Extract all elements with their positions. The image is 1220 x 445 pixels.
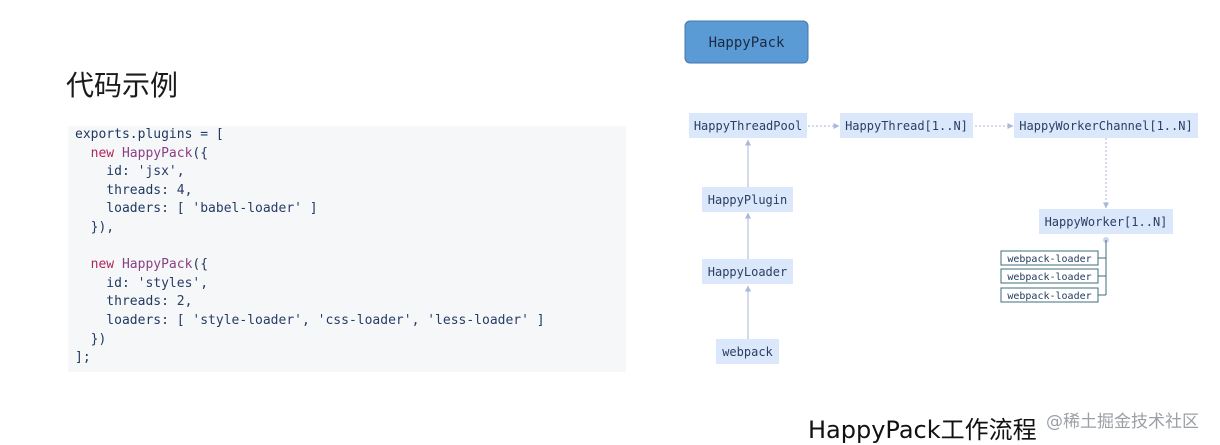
diagram-caption: HappyPack工作流程 [808, 416, 1037, 444]
code-token: 'babel-loader' [192, 201, 302, 217]
section-title: 代码示例 [66, 69, 179, 102]
code-token: 'styles' [137, 275, 201, 291]
code-token: 'less-loader' [427, 312, 529, 328]
worker-loader-1-label: webpack-loader [1007, 254, 1091, 265]
node-happythread: HappyThread[1..N] [840, 113, 973, 138]
node-webpack: webpack [716, 339, 779, 364]
node-happyworker: HappyWorker[1..N] [1039, 209, 1173, 234]
code-block-panel: exports.plugins = [ new HappyPack({ id: … [68, 126, 626, 372]
code-token: id: [75, 275, 138, 291]
worker-loader-3: webpack-loader [1000, 287, 1099, 303]
happypack-title-node: HappyPack [684, 20, 809, 64]
code-token: HappyPack [121, 145, 193, 161]
code-token: threads: [75, 182, 177, 198]
code-block: exports.plugins = [ new HappyPack({ id: … [75, 126, 626, 368]
code-token: }) [75, 331, 107, 347]
code-token: threads: [75, 294, 177, 310]
code-token: 2 [176, 294, 185, 310]
happypack-title-text: HappyPack [709, 35, 785, 51]
node-webpack-label: webpack [722, 345, 773, 359]
worker-loader-2-label: webpack-loader [1007, 272, 1091, 283]
node-happythreadpool: HappyThreadPool [689, 113, 807, 138]
code-line: exports.plugins = [ [75, 127, 224, 142]
code-token: exports.plugins = [ [75, 127, 224, 142]
code-token: , [411, 312, 428, 328]
node-happyplugin-label: HappyPlugin [708, 193, 787, 207]
worker-loader-3-label: webpack-loader [1007, 291, 1091, 302]
node-happythread-label: HappyThread[1..N] [845, 119, 968, 133]
code-token: ({ [192, 145, 209, 161]
code-token: loaders: [ [75, 312, 193, 328]
code-token: loaders: [ [75, 201, 193, 217]
node-happyworker-label: HappyWorker[1..N] [1045, 215, 1168, 229]
code-token: , [176, 164, 185, 180]
node-happyloader-label: HappyLoader [708, 265, 787, 279]
diagram-edges [745, 123, 1109, 339]
code-line: }) [75, 331, 107, 347]
code-token: , [184, 182, 193, 198]
code-line: loaders: [ 'style-loader', 'css-loader',… [75, 312, 545, 328]
code-token: 'css-loader' [317, 312, 412, 328]
code-line: id: 'jsx', [75, 164, 185, 180]
node-happythreadpool-label: HappyThreadPool [694, 119, 802, 133]
code-line: id: 'styles', [75, 276, 208, 291]
watermark: @稀土掘金技术社区 [1046, 412, 1199, 432]
code-line: new HappyPack({ [75, 146, 208, 161]
code-line: new HappyPack({ [75, 257, 208, 272]
code-token: ] [301, 201, 318, 217]
code-token: 'style-loader' [192, 312, 302, 328]
code-token: 'jsx' [137, 164, 177, 180]
code-line: }), [75, 219, 115, 235]
worker-loader-2: webpack-loader [1000, 268, 1099, 284]
node-happyloader: HappyLoader [702, 259, 793, 284]
worker-loader-1: webpack-loader [1000, 250, 1099, 266]
code-token: HappyPack [121, 257, 193, 273]
code-token: id: [75, 164, 138, 180]
code-token: new [90, 257, 115, 273]
code-line: ]; [75, 350, 91, 365]
node-happyworkerchannel-label: HappyWorkerChannel[1..N] [1019, 119, 1192, 133]
code-line: threads: 4, [75, 183, 192, 198]
code-token: ] [528, 312, 545, 328]
code-token: ({ [192, 257, 209, 273]
code-token: , [301, 312, 318, 328]
code-token: 4 [176, 182, 185, 198]
code-token: }), [75, 219, 115, 235]
code-token: ]; [75, 350, 91, 366]
code-line: loaders: [ 'babel-loader' ] [75, 201, 318, 217]
code-line: threads: 2, [75, 294, 192, 309]
code-token: new [90, 145, 115, 161]
code-token: , [184, 294, 193, 310]
node-happyplugin: HappyPlugin [702, 187, 793, 212]
code-token: , [200, 275, 209, 291]
node-happyworkerchannel: HappyWorkerChannel[1..N] [1014, 113, 1198, 138]
